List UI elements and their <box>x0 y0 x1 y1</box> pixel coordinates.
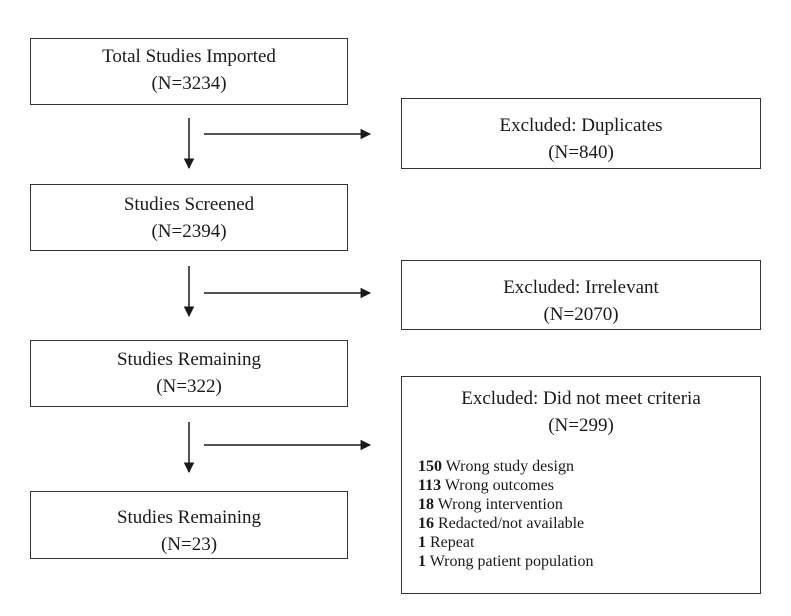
box-count: (N=299) <box>548 415 614 436</box>
reason-item: 1 Repeat <box>418 533 760 552</box>
box-excluded-criteria: Excluded: Did not meet criteria (N=299) … <box>401 376 761 594</box>
box-count: (N=2394) <box>151 221 227 242</box>
box-excluded-duplicates: Excluded: Duplicates (N=840) <box>401 98 761 169</box>
box-title: Excluded: Duplicates <box>499 115 663 136</box>
box-studies-remaining-322: Studies Remaining (N=322) <box>30 340 348 407</box>
reason-count: 18 <box>418 496 434 513</box>
reason-item: 113 Wrong outcomes <box>418 476 760 495</box>
box-title: Excluded: Did not meet criteria <box>461 388 701 409</box>
reason-item: 16 Redacted/not available <box>418 514 760 533</box>
reason-label: Redacted/not available <box>438 515 585 532</box>
box-title: Studies Remaining <box>116 349 262 370</box>
reason-label: Wrong study design <box>445 458 574 475</box>
reason-item: 150 Wrong study design <box>418 457 760 476</box>
box-studies-remaining-23: Studies Remaining (N=23) <box>30 491 348 559</box>
exclusion-reasons-list: 150 Wrong study design 113 Wrong outcome… <box>402 457 760 571</box>
box-count: (N=840) <box>548 142 614 163</box>
box-count: (N=322) <box>156 376 222 397</box>
reason-count: 1 <box>418 534 426 551</box>
reason-label: Wrong patient population <box>429 553 594 570</box>
reason-count: 16 <box>418 515 434 532</box>
box-count: (N=3234) <box>151 73 227 94</box>
reason-label: Repeat <box>430 534 475 551</box>
reason-label: Wrong outcomes <box>444 477 554 494</box>
reason-count: 113 <box>418 477 442 494</box>
box-count: (N=23) <box>160 534 218 555</box>
box-count: (N=2070) <box>543 304 619 325</box>
reason-count: 150 <box>418 458 442 475</box>
box-title: Excluded: Irrelevant <box>503 277 659 298</box>
box-total-studies-imported: Total Studies Imported (N=3234) <box>30 38 348 105</box>
reason-label: Wrong intervention <box>437 496 563 513</box>
reason-item: 18 Wrong intervention <box>418 495 760 514</box>
box-excluded-irrelevant: Excluded: Irrelevant (N=2070) <box>401 260 761 330</box>
reason-count: 1 <box>418 553 426 570</box>
box-title: Studies Remaining <box>116 507 262 528</box>
box-title: Studies Screened <box>123 194 255 215</box>
reason-item: 1 Wrong patient population <box>418 552 760 571</box>
box-studies-screened: Studies Screened (N=2394) <box>30 184 348 251</box>
box-title: Total Studies Imported <box>102 46 276 67</box>
